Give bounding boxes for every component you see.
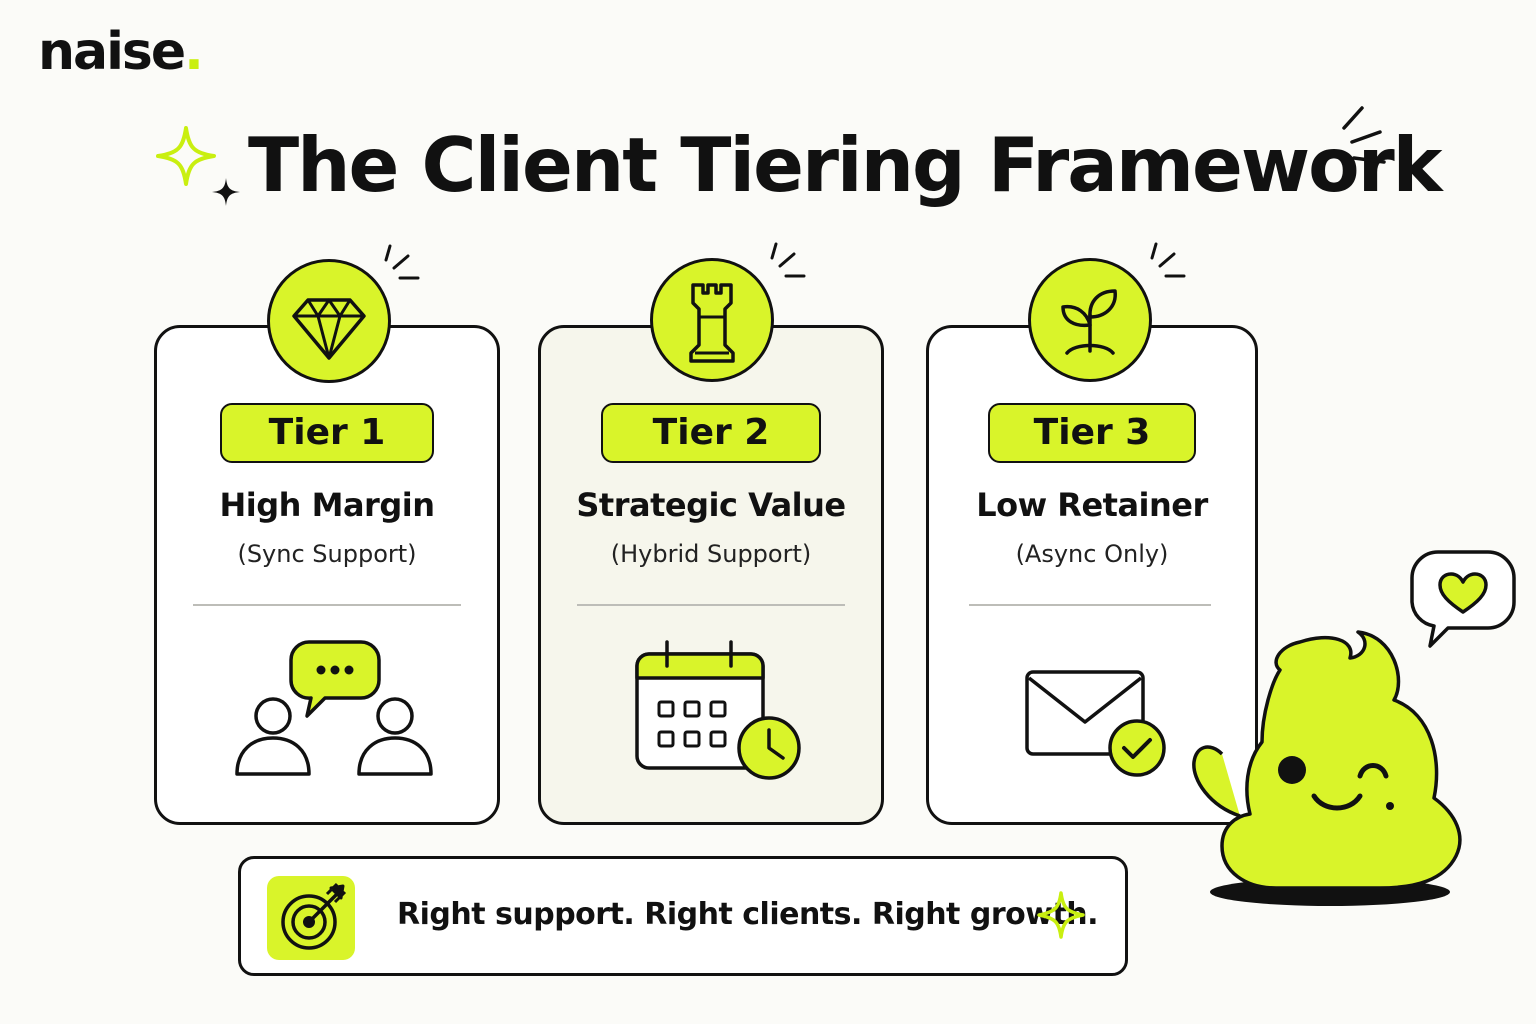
sparkle-icon: [156, 126, 240, 206]
sprout-icon: [1028, 258, 1152, 382]
target-icon: [267, 876, 355, 960]
blob-mascot: [1192, 630, 1462, 906]
calendar-clock-icon: [635, 640, 801, 780]
sparkle-icon: [1037, 891, 1085, 939]
people-chat-icon: [235, 640, 433, 776]
tier-card-3: Tier 3 Low Retainer (Async Only): [926, 325, 1258, 825]
tier-badge: Tier 1: [220, 403, 434, 463]
diamond-icon: [267, 259, 391, 383]
emphasis-lines-icon: [384, 244, 420, 280]
tier-subtitle: (Hybrid Support): [610, 540, 812, 568]
tier-badge: Tier 3: [988, 403, 1196, 463]
tier-card-2: Tier 2 Strategic Value (Hybrid Support): [538, 325, 884, 825]
footer-banner: Right support. Right clients. Right grow…: [238, 856, 1128, 976]
emphasis-lines-icon: [1342, 106, 1386, 164]
divider: [577, 604, 845, 606]
tier-badge: Tier 2: [601, 403, 821, 463]
footer-tagline: Right support. Right clients. Right grow…: [397, 897, 1099, 932]
mail-check-icon: [1025, 670, 1166, 777]
tier-card-1: Tier 1 High Margin (Sync Support): [154, 325, 500, 825]
speech-bubble-heart: [1410, 550, 1516, 648]
tier-title: High Margin: [219, 486, 435, 524]
page-title: The Client Tiering Framework: [248, 121, 1443, 209]
tier-subtitle: (Sync Support): [237, 540, 417, 568]
tier-subtitle: (Async Only): [1015, 540, 1169, 568]
emphasis-lines-icon: [770, 242, 806, 278]
brand-dot: .: [184, 22, 204, 82]
brand-logo: naise.: [38, 22, 204, 82]
heart-icon: [1438, 572, 1488, 614]
tier-title: Strategic Value: [576, 486, 846, 524]
divider: [193, 604, 461, 606]
emphasis-lines-icon: [1150, 242, 1186, 278]
divider: [969, 604, 1211, 606]
tier-title: Low Retainer: [976, 486, 1208, 524]
brand-name: naise: [38, 22, 186, 82]
chess-rook-icon: [650, 258, 774, 382]
